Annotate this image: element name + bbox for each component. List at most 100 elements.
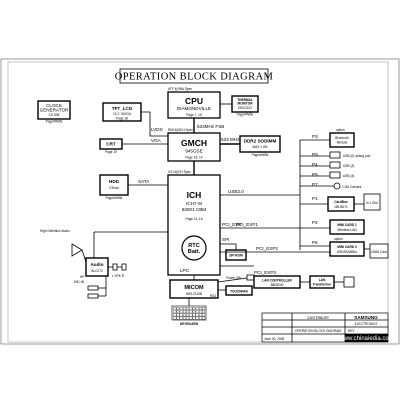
lan-controller-block: LAN CONTROLLER 88E8040 <box>253 275 301 289</box>
watermark-bar <box>345 334 388 342</box>
hp-label-line2: MIC-IN <box>74 280 85 284</box>
keyboard-key <box>182 313 186 317</box>
keyboard-key <box>182 310 186 314</box>
ich-part2: 82801 CBM <box>182 207 206 212</box>
hp-label-line1: HP <box>80 275 84 279</box>
keyboard-key <box>182 316 186 320</box>
power-sw-label: Power SW <box>226 276 242 280</box>
keyboard-key <box>189 307 193 311</box>
port-p1: P1 <box>312 196 318 201</box>
keyboard-key <box>179 307 183 311</box>
keyboard-key <box>189 316 193 320</box>
keyboard-key <box>179 313 183 317</box>
usim-card-block <box>369 243 389 259</box>
keyboard-key <box>189 310 193 314</box>
lantx-name-line1: LAN <box>319 278 326 282</box>
keyboard-key <box>192 313 196 317</box>
ich-part: ICH7-M <box>186 201 202 206</box>
lan-part: 88E8040 <box>271 283 284 287</box>
amp-icon <box>71 243 83 257</box>
keyboard-key <box>202 307 206 311</box>
audio-name: Audio <box>90 262 103 267</box>
keyboard-key <box>186 313 190 317</box>
mic-jack-icon <box>87 293 99 299</box>
camera-label: 1.3M Camera <box>342 185 362 189</box>
keyboard-key <box>176 313 180 317</box>
cpu-part: DIAMONDVILLE <box>177 106 211 111</box>
pci-exp-main-label: PCI_EXP <box>222 222 241 227</box>
mini-card-2-block: MINI CARD 2 HSDPA/WiBro <box>329 241 365 257</box>
mini2-option: option <box>334 237 343 241</box>
rtc-battery: RTC Batt. <box>181 235 207 261</box>
port-p3: P3 <box>312 134 318 139</box>
mini-card-1-block: MINI CARD 1 Wireless LAN <box>329 219 365 235</box>
thermal-name-line1: THERMAL <box>237 98 253 102</box>
vga-label: VGA <box>151 138 162 143</box>
mini2-sub: HSDPA/WiBro <box>337 250 358 254</box>
clock-name-line1: CLOCK <box>46 103 63 108</box>
keyboard-key <box>198 313 202 317</box>
usb0-label: USB (0) debug port <box>343 154 371 158</box>
usb3-connector-icon <box>329 161 341 169</box>
clock-part: CK 505 <box>49 113 60 117</box>
speaker-right-icon <box>121 263 127 271</box>
audio-part: ALC272 <box>91 269 103 273</box>
keyboard-key <box>173 307 177 311</box>
keyboard-key <box>198 310 202 314</box>
ich-header: ICH 4(ICH Spec <box>168 170 191 174</box>
lcd-name: TFT_LCD <box>112 106 133 111</box>
crt-page: Page 19 <box>105 150 117 154</box>
tb-division: ELECTRONICS <box>355 322 378 326</box>
amp-line <box>81 249 87 263</box>
rtc-sub: Batt. <box>188 249 201 255</box>
spi-name: SPI ROM <box>229 254 243 258</box>
micom-power-wire <box>217 277 248 283</box>
lcd-sub: 15.1" WXGA <box>113 112 132 116</box>
tb-company: SAMSUNG <box>354 315 378 320</box>
watermark-text: www.chinaiedia.com <box>338 336 393 342</box>
port-p6: P6 <box>312 240 318 245</box>
keyboard-key <box>195 307 199 311</box>
port-p0: P0 <box>312 152 318 157</box>
lan-transformer-block: LAN Transformer <box>309 275 335 289</box>
spi-label: SPI <box>222 237 229 242</box>
clock-name-line2: GENERATOR <box>40 108 69 113</box>
usb4-label: USB (4) <box>343 174 354 178</box>
keyboard-keys-icon <box>173 307 206 320</box>
fsb-label: 533MHz FSB <box>197 124 224 129</box>
gmch-name: GMCH <box>181 138 207 148</box>
thermal-monitor-block: THERMAL MONITOR EMC2102 Page##Wtd <box>231 95 259 117</box>
hdd-name: HDD <box>109 179 120 184</box>
speaker-left-icon <box>112 263 118 271</box>
cpu-block: ATF 4(HBA Spec CPU DIAMONDVILLE Page 7, … <box>167 87 221 119</box>
rtc-name: RTC <box>188 243 200 249</box>
usb3-label: USB (3) <box>343 164 354 168</box>
keyboard-key <box>179 310 183 314</box>
keyboard-key <box>202 310 206 314</box>
keyboard-name: KEYBOARD <box>180 322 199 326</box>
hd-audio-label: High Definition Audio <box>40 229 70 233</box>
usb0-connector-icon <box>329 151 341 159</box>
cpu-name: CPU <box>185 96 203 106</box>
mini1-name: MINI CARD 1 <box>337 223 357 227</box>
spi-rom-block: SPI ROM <box>225 249 247 261</box>
keyboard-key <box>186 310 190 314</box>
port-p2: P2 <box>312 220 318 225</box>
crt-name: CRT <box>106 142 116 147</box>
ddr-sub: MAX 1 GB <box>252 145 267 149</box>
keyboard-key <box>173 313 177 317</box>
bt-name-line2: Module <box>337 141 348 145</box>
pciexp3-label: PCI_EXP3 <box>254 270 276 275</box>
pciexp2-label: PCI_EXP2 <box>256 246 278 251</box>
gmch-header: EMI 4(MCH Spec <box>168 128 193 132</box>
gmch-part: 945GSE <box>185 149 202 154</box>
camera-icon <box>333 182 341 190</box>
cardbus-block: CardBus JMU8271 <box>327 196 355 212</box>
mini1-sub: Wireless LAN <box>337 228 357 232</box>
keyboard-key <box>173 310 177 314</box>
tb-rev: REV <box>348 329 355 333</box>
usb-label: USB2.0 <box>228 189 244 194</box>
tb-project: CANTERBURY <box>307 316 330 320</box>
spi-line <box>220 243 237 250</box>
